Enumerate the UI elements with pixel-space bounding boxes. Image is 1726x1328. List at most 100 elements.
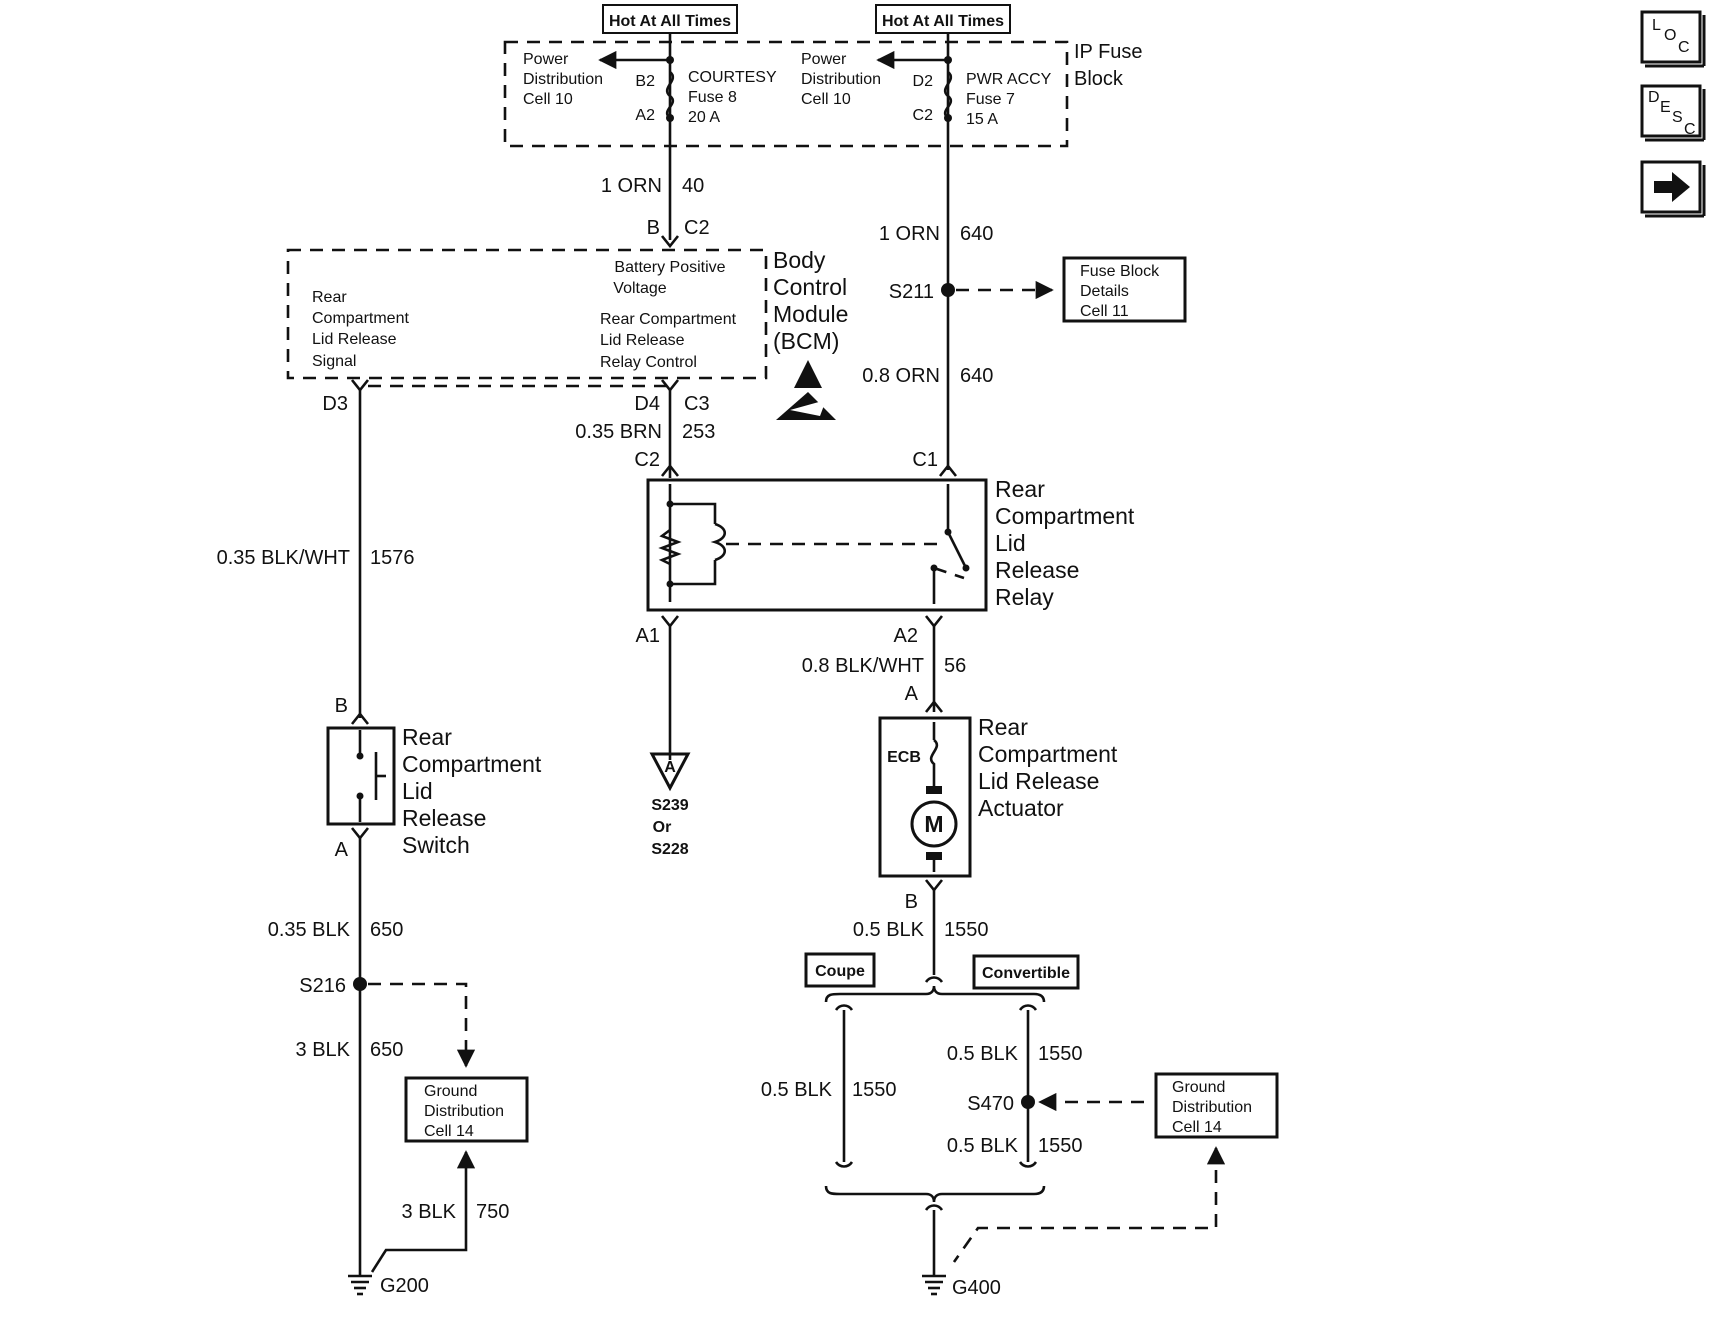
- ground-dist-left-line-1: Ground: [424, 1083, 477, 1100]
- bcm-relay-label-1: Rear Compartment: [600, 311, 737, 328]
- bcm-pin-c3: C3: [684, 393, 710, 415]
- relay-title-1: Rear: [995, 476, 1045, 502]
- fuse-details-line-3: Cell 11: [1080, 303, 1129, 320]
- bcm-signal-label-4: Signal: [312, 353, 356, 370]
- bcm-title-4: (BCM): [773, 328, 839, 354]
- right-cell-line-3: Cell 10: [801, 91, 851, 108]
- relay-title-3: Lid: [995, 530, 1026, 556]
- wire-1576-circuit: 1576: [370, 547, 415, 569]
- wire-40-gauge: 1 ORN: [601, 175, 662, 197]
- hot-label-left: Hot At All Times: [602, 4, 738, 34]
- wire-750-circuit: 750: [476, 1201, 509, 1223]
- bcm-pin-d3: D3: [322, 393, 348, 415]
- fuse-details-line-1: Fuse Block: [1080, 263, 1160, 280]
- ground-dist-right-line-2: Distribution: [1172, 1099, 1252, 1116]
- wire-1550-circuit-conv-bot: 1550: [1038, 1135, 1083, 1157]
- wire-1550-gauge-a: 0.5 BLK: [853, 919, 925, 941]
- ground-g200-icon: [348, 1274, 372, 1296]
- arrow-right-icon: [1654, 172, 1690, 202]
- pwr-accy-fuse-label: PWR ACCY: [966, 71, 1052, 88]
- pin-d2: D2: [913, 73, 934, 90]
- relay-title-4: Release: [995, 557, 1079, 583]
- switch-box: [326, 726, 396, 826]
- actuator-pin-b: B: [905, 891, 918, 913]
- fuse-block-details-box: [1062, 256, 1187, 323]
- actuator-title-1: Rear: [978, 714, 1028, 740]
- left-cell-line-3: Cell 10: [523, 91, 573, 108]
- wire-1550-circuit-a: 1550: [944, 919, 989, 941]
- bcm-pin-b: B: [647, 217, 660, 239]
- connector-ref-line-3: S228: [651, 841, 688, 858]
- splice-s211: [941, 283, 955, 297]
- coupe-label-box: [804, 952, 876, 988]
- relay-switch-icon: [930, 484, 970, 604]
- ground-dist-right-line-1: Ground: [1172, 1079, 1225, 1096]
- switch-contact-icon: [356, 730, 386, 822]
- actuator-title-4: Actuator: [978, 795, 1064, 821]
- bcm-title-3: Module: [773, 301, 848, 327]
- ground-g400-icon: [922, 1274, 946, 1296]
- splice-s211-label: S211: [889, 281, 934, 303]
- switch-title-3: Lid: [402, 778, 433, 804]
- motor-icon: M: [910, 722, 958, 872]
- relay-pin-c2: C2: [634, 449, 660, 471]
- wire-1550-circuit-coupe: 1550: [852, 1079, 897, 1101]
- relay-pin-c1: C1: [912, 449, 938, 471]
- switch-title-5: Switch: [402, 832, 470, 858]
- coupe-label: Coupe: [815, 963, 865, 980]
- switch-title-2: Compartment: [402, 751, 542, 777]
- relay-title-5: Relay: [995, 584, 1054, 610]
- wire-1550-gauge-coupe: 0.5 BLK: [761, 1079, 833, 1101]
- connector-ref-line-1: S239: [651, 797, 688, 814]
- bcm-outline: [286, 248, 768, 380]
- ip-fuse-block-outline: [503, 40, 1069, 148]
- bcm-battery-label-2: Voltage: [613, 280, 666, 297]
- bcm-title-2: Control: [773, 274, 847, 300]
- convertible-label: Convertible: [982, 965, 1070, 982]
- wire-1550-gauge-conv-bot: 0.5 BLK: [947, 1135, 1019, 1157]
- left-cell-line-2: Distribution: [523, 71, 603, 88]
- svg-text:Hot At All Times: Hot At All Times: [609, 13, 731, 30]
- svg-text:M: M: [924, 811, 943, 837]
- relay-pin-a2: A2: [894, 625, 918, 647]
- ground-dist-right-box: [1154, 1072, 1279, 1139]
- switch-pin-a: A: [335, 839, 349, 861]
- courtesy-fuse-rating: 20 A: [688, 109, 720, 126]
- next-button[interactable]: [1640, 160, 1706, 218]
- convertible-label-box: [972, 954, 1080, 990]
- relay-title-2: Compartment: [995, 503, 1135, 529]
- wire-650-circuit-b: 650: [370, 1039, 403, 1061]
- right-cell-line-2: Distribution: [801, 71, 881, 88]
- svg-text:Hot At All Times: Hot At All Times: [882, 13, 1004, 30]
- wire-253-gauge: 0.35 BRN: [575, 421, 662, 443]
- wire-1550-circuit-conv-top: 1550: [1038, 1043, 1083, 1065]
- variant-brace-top: [824, 985, 1046, 1003]
- pin-a2: A2: [635, 107, 655, 124]
- splice-s470-label: S470: [967, 1093, 1014, 1115]
- pin-b2: B2: [635, 73, 655, 90]
- bcm-relay-label-3: Relay Control: [600, 354, 697, 371]
- desc-button[interactable]: D E S C: [1640, 84, 1706, 142]
- loc-button[interactable]: L O C: [1640, 10, 1706, 68]
- wire-750-gauge: 3 BLK: [402, 1201, 457, 1223]
- courtesy-fuse-icon: [665, 70, 675, 120]
- bcm-signal-label-1: Rear: [312, 289, 347, 306]
- relay-pin-a1: A1: [636, 625, 660, 647]
- wire-1550-gauge-conv-top: 0.5 BLK: [947, 1043, 1019, 1065]
- bcm-relay-label-2: Lid Release: [600, 332, 685, 349]
- ground-dist-left-line-2: Distribution: [424, 1103, 504, 1120]
- pwr-accy-fuse-rating: 15 A: [966, 111, 998, 128]
- wire-650-gauge-b: 3 BLK: [296, 1039, 351, 1061]
- relay-box: [646, 478, 988, 612]
- bcm-battery-label-1: Battery Positive: [614, 259, 725, 276]
- ip-fuse-block-title-2: Block: [1074, 68, 1124, 90]
- bcm-signal-label-2: Compartment: [312, 310, 409, 327]
- wire-650-gauge-a: 0.35 BLK: [268, 919, 351, 941]
- switch-title-1: Rear: [402, 724, 452, 750]
- svg-text:E: E: [1660, 99, 1671, 116]
- actuator-pin-a: A: [905, 683, 919, 705]
- relay-coil-icon: [658, 484, 727, 602]
- esd-warning-icon: [776, 360, 836, 420]
- svg-text:S: S: [1672, 109, 1683, 126]
- ip-fuse-block-title: IP Fuse: [1074, 41, 1143, 63]
